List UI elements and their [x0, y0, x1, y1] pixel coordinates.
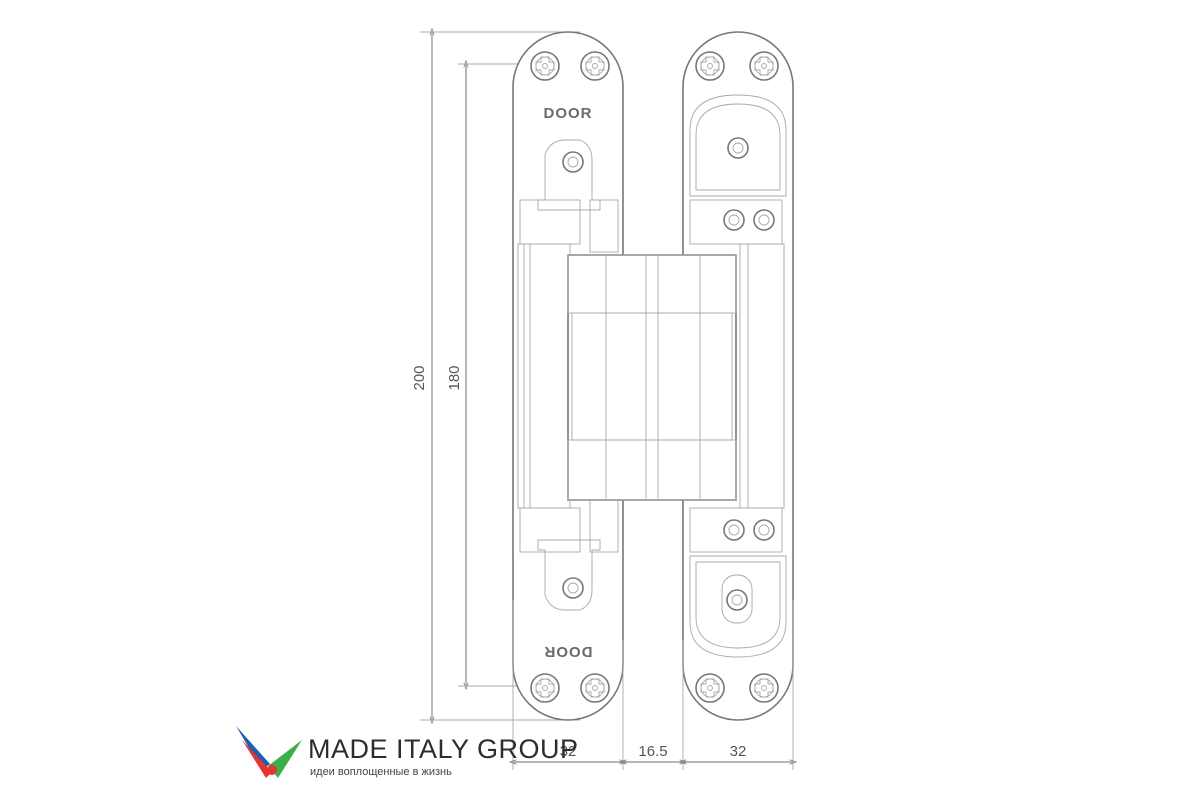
brand-logo-icon [236, 726, 302, 778]
hinge-knuckle [567, 254, 737, 501]
dimension-widths: 32 16.5 32 [513, 600, 793, 770]
left-leaf-width-label: 32 [560, 743, 577, 760]
brand-watermark: MADE ITALY GROUP идеи воплощенные в жизн… [232, 722, 612, 786]
brand-tagline: идеи воплощенные в жизнь [310, 766, 452, 778]
overall-height-label: 200 [411, 365, 428, 390]
brand-company-name: MADE ITALY GROUP [308, 734, 579, 764]
knuckle-width-label: 16.5 [638, 743, 667, 760]
dimension-overall-height: 200 [411, 32, 580, 720]
door-label-top: DOOR [544, 105, 593, 122]
right-leaf-width-label: 32 [730, 743, 747, 760]
door-label-bottom: DOOR [544, 643, 593, 660]
hole-spacing-label: 180 [446, 365, 463, 390]
hinge-right-leaf [682, 31, 794, 721]
